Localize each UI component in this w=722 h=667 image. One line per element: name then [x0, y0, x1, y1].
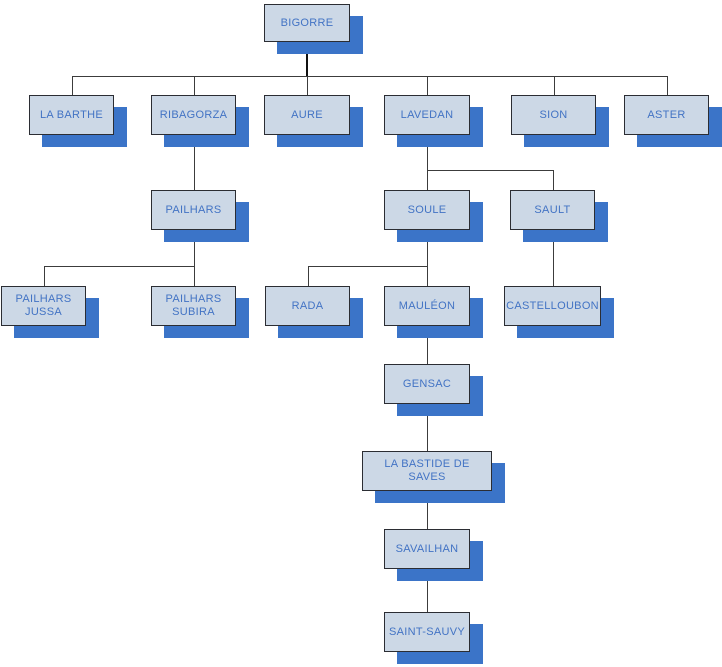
node-label: PAILHARS JUSSA	[15, 293, 72, 318]
connector-segment	[427, 76, 428, 96]
node-label: ASTER	[647, 108, 686, 121]
node-mauleon: MAULÉON	[384, 286, 470, 326]
node-label: CASTELLOUBON	[506, 299, 599, 312]
node-label: BIGORRE	[280, 16, 334, 29]
connector-segment	[308, 266, 309, 287]
node-label: SOULE	[407, 203, 447, 216]
node-aster: ASTER	[624, 95, 709, 135]
node-rada: RADA	[265, 286, 350, 326]
node-saint-sauvy: SAINT-SAUVY	[384, 612, 470, 652]
node-label: SAULT	[534, 203, 571, 216]
node-pailhars-jussa: PAILHARS JUSSA	[1, 286, 86, 326]
node-gensac: GENSAC	[384, 364, 470, 404]
node-label: SION	[539, 108, 568, 121]
node-pailhars: PAILHARS	[151, 190, 236, 230]
connector-segment	[306, 42, 308, 77]
connector-segment	[44, 266, 195, 267]
node-pailhars-subira: PAILHARS SUBIRA	[151, 286, 236, 326]
connector-segment	[194, 162, 195, 191]
connector-segment	[427, 404, 428, 428]
node-aure: AURE	[264, 95, 350, 135]
connector-segment	[554, 76, 555, 96]
connector-segment	[427, 170, 428, 191]
connector-segment	[427, 266, 428, 287]
node-ribagorza: RIBAGORZA	[151, 95, 236, 135]
connector-segment	[427, 326, 428, 346]
node-label: RIBAGORZA	[159, 108, 228, 121]
connector-segment	[553, 170, 554, 191]
node-label: RADA	[291, 299, 324, 312]
connector-segment	[307, 76, 308, 96]
node-la-barthe: LA BARTHE	[29, 95, 114, 135]
connector-segment	[427, 569, 428, 591]
connector-segment	[427, 510, 428, 530]
node-castelloubon: CASTELLOUBON	[504, 286, 601, 326]
connector-segment	[667, 76, 668, 96]
connector-segment	[194, 76, 195, 96]
connector-segment	[194, 135, 195, 163]
connector-segment	[44, 266, 45, 287]
connector-segment	[427, 170, 554, 171]
node-sault: SAULT	[510, 190, 595, 230]
node-label: PAILHARS	[165, 203, 222, 216]
connector-segment	[553, 258, 554, 287]
node-label: GENSAC	[402, 377, 452, 390]
connector-segment	[72, 76, 668, 77]
node-savailhan: SAVAILHAN	[384, 529, 470, 569]
node-label: LA BASTIDE DE SAVES	[384, 458, 470, 483]
node-label: SAVAILHAN	[395, 542, 459, 555]
node-label: PAILHARS SUBIRA	[165, 293, 222, 318]
connector-segment	[553, 230, 554, 259]
node-bigorre: BIGORRE	[264, 4, 350, 42]
node-la-bastide-de-saves: LA BASTIDE DE SAVES	[362, 451, 492, 491]
node-label: MAULÉON	[398, 299, 456, 312]
connector-segment	[427, 230, 428, 267]
connector-segment	[427, 427, 428, 452]
connector-segment	[72, 76, 73, 96]
connector-segment	[194, 266, 195, 287]
node-sion: SION	[511, 95, 596, 135]
node-soule: SOULE	[384, 190, 470, 230]
connector-segment	[427, 345, 428, 365]
node-label: SAINT-SAUVY	[388, 625, 466, 638]
connector-segment	[194, 230, 195, 267]
node-label: LAVEDAN	[400, 108, 454, 121]
connector-segment	[427, 491, 428, 511]
connector-segment	[427, 590, 428, 613]
connector-segment	[427, 135, 428, 171]
connector-segment	[308, 266, 428, 267]
node-lavedan: LAVEDAN	[384, 95, 470, 135]
node-label: AURE	[291, 108, 323, 121]
node-label: LA BARTHE	[39, 108, 104, 121]
